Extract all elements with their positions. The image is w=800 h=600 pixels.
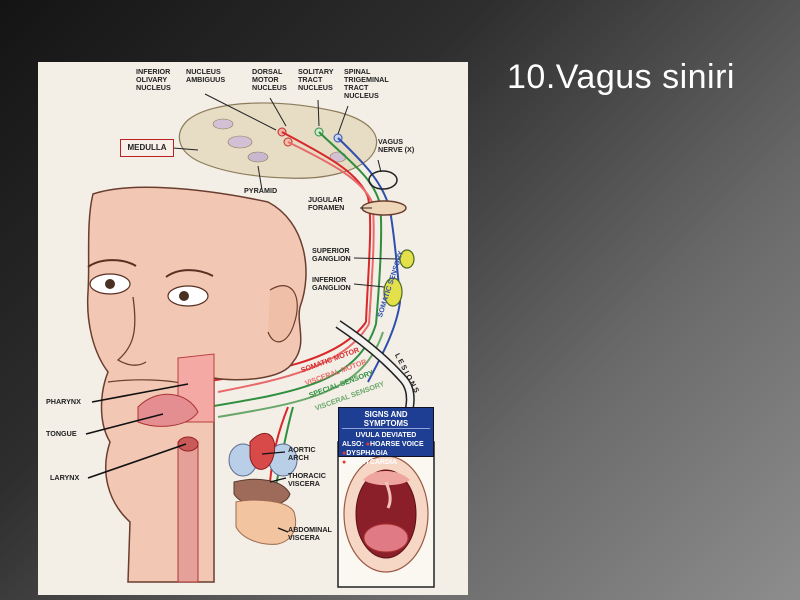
label-medulla: MEDULLA <box>120 139 174 157</box>
label-inferior-ganglion: INFERIOR GANGLION <box>312 275 351 292</box>
label-spinal-trigeminal: SPINAL TRIGEMINAL TRACT NUCLEUS <box>344 67 389 100</box>
oral-cavity <box>137 353 215 583</box>
label-pyramid: PYRAMID <box>244 186 278 195</box>
left-leaders <box>85 383 189 479</box>
mouth-inset <box>337 441 435 588</box>
signs-and-symptoms-panel: SIGNS AND SYMPTOMS UVULA DEVIATED ALSO: … <box>338 407 434 466</box>
viscera-leaders <box>261 451 289 533</box>
signs-title: SIGNS AND SYMPTOMS <box>342 410 430 429</box>
top-leader-lines <box>172 93 349 191</box>
vagus-ring <box>368 170 398 190</box>
label-dorsal-motor: DORSAL MOTOR NUCLEUS <box>252 67 287 92</box>
viscera <box>228 432 298 545</box>
diagram-drawing <box>85 93 435 588</box>
label-tongue: TONGUE <box>46 429 77 438</box>
bullet-icon: ● <box>365 441 370 448</box>
label-superior-ganglion: SUPERIOR GANGLION <box>312 246 351 263</box>
medulla-section <box>178 102 378 179</box>
label-inferior-olivary: INFERIOR OLIVARY NUCLEUS <box>136 67 171 92</box>
signs-dysphagia: DYSPHAGIA <box>346 450 388 457</box>
vagus-nerve-diagram: INFERIOR OLIVARY NUCLEUS NUCLEUS AMBIGUU… <box>38 62 468 595</box>
label-vagus-nerve: VAGUS NERVE (X) <box>378 137 415 154</box>
slide-title: 10.Vagus siniri <box>507 58 735 96</box>
signs-also-label: ALSO: <box>342 441 364 448</box>
signs-line-also: ALSO: ●HOARSE VOICE <box>342 440 430 449</box>
signs-hoarse: HOARSE VOICE <box>369 441 424 448</box>
signs-line-uvula: UVULA DEVIATED <box>355 432 417 439</box>
label-nucleus-ambiguus: NUCLEUS AMBIGUUS <box>186 67 226 84</box>
signs-tachycardia: TACHYCARDIA <box>346 459 398 466</box>
ganglion-leaders <box>353 159 401 288</box>
label-thoracic-viscera: THORACIC VISCERA <box>288 471 326 488</box>
bullet-icon: ● <box>342 459 347 466</box>
label-jugular-foramen: JUGULAR FORAMEN <box>308 195 345 212</box>
label-larynx: LARYNX <box>50 473 80 482</box>
label-aortic-arch: AORTIC ARCH <box>288 445 316 462</box>
inferior-ganglion-shape <box>383 277 403 307</box>
bullet-icon: ● <box>342 450 347 457</box>
label-solitary-tract: SOLITARY TRACT NUCLEUS <box>298 67 334 92</box>
label-abdominal-viscera: ABDOMINAL VISCERA <box>288 525 332 542</box>
signs-line-dysphagia: ●DYSPHAGIA ●TACHYCARDIA <box>342 449 430 467</box>
label-pharynx: PHARYNX <box>46 397 81 406</box>
